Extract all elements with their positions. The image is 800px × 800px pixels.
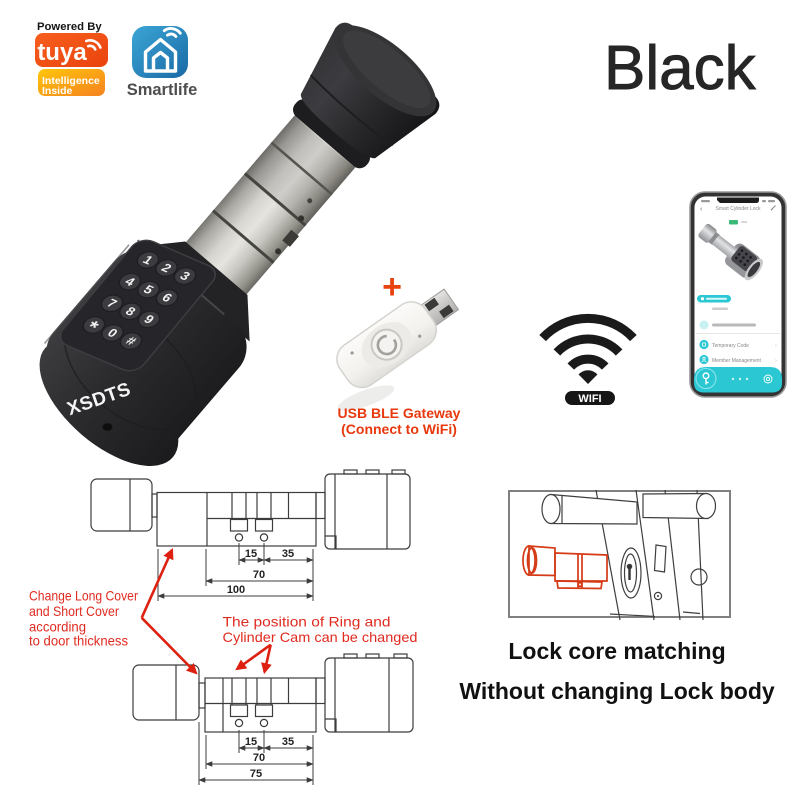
svg-text:›: › [775, 343, 777, 349]
svg-text:75: 75 [250, 768, 262, 780]
svg-text:according: according [29, 618, 86, 634]
svg-text:Inside: Inside [42, 85, 73, 97]
svg-text:70: 70 [253, 569, 265, 581]
svg-text:Member Management: Member Management [712, 358, 762, 364]
svg-text:The position of Ring and: The position of Ring and [223, 613, 391, 629]
svg-text:15: 15 [245, 736, 257, 748]
svg-text:35: 35 [282, 548, 294, 560]
svg-text:Lock core matching: Lock core matching [508, 638, 725, 664]
svg-text:USB BLE Gateway: USB BLE Gateway [338, 405, 461, 421]
svg-text:Without changing Lock body: Without changing Lock body [459, 678, 775, 704]
svg-text:Smart Cylinder Lock: Smart Cylinder Lock [715, 206, 761, 212]
svg-text:Cylinder Cam can be changed: Cylinder Cam can be changed [223, 629, 418, 645]
svg-text:100: 100 [227, 584, 245, 596]
svg-text:15: 15 [245, 548, 257, 560]
svg-text:Black: Black [604, 34, 757, 103]
svg-text:Change Long Cover: Change Long Cover [29, 587, 138, 603]
svg-text:(Connect to WiFi): (Connect to WiFi) [341, 421, 457, 437]
svg-text:70: 70 [253, 752, 265, 764]
svg-text:+: + [382, 268, 402, 306]
svg-text:Intelligence: Intelligence [42, 75, 100, 87]
svg-text:Smartlife: Smartlife [127, 81, 198, 99]
svg-text:Temporary Code: Temporary Code [712, 343, 749, 349]
svg-text:to door thickness: to door thickness [29, 632, 128, 648]
svg-text:›: › [775, 358, 777, 364]
svg-text:WIFI: WIFI [578, 393, 601, 405]
svg-text:tuya: tuya [37, 39, 87, 66]
svg-text:‹: ‹ [700, 206, 703, 213]
svg-text:Powered By: Powered By [37, 21, 102, 33]
svg-text:and Short Cover: and Short Cover [29, 603, 119, 619]
svg-text:35: 35 [282, 736, 294, 748]
